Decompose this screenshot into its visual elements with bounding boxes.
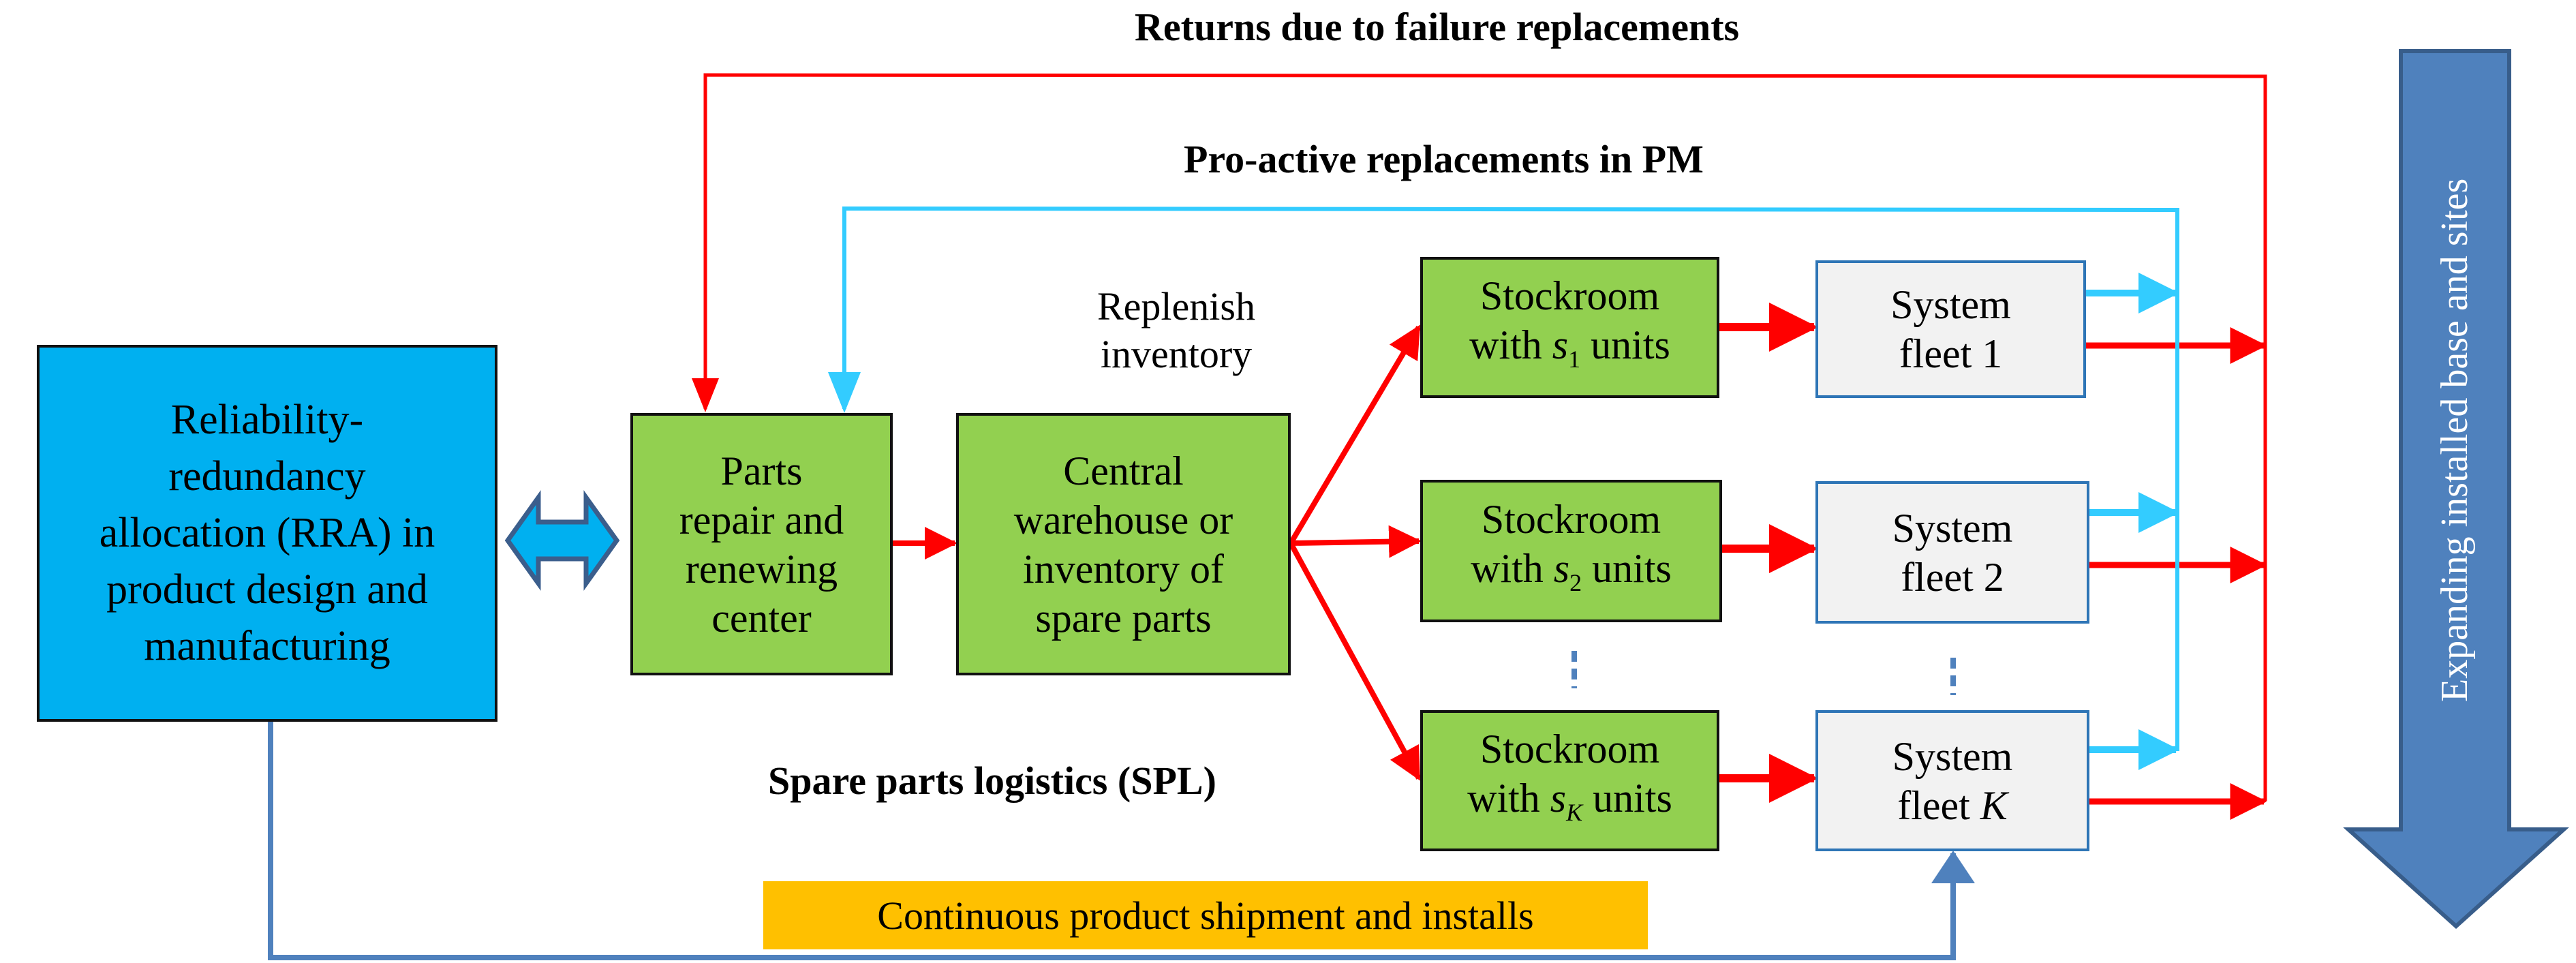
expanding-base-label: Expanding installed base and sites: [2434, 178, 2476, 702]
warehouse-line: warehouse or: [1013, 497, 1233, 542]
pm-replacements-title: Pro-active replacements in PM: [1184, 137, 1704, 181]
rra-design-box[interactable]: Reliability- redundancy allocation (RRA)…: [37, 345, 497, 722]
failure-return-flow: [692, 73, 2267, 820]
spl-label: Spare parts logistics (SPL): [768, 759, 1216, 803]
fleet-title: System: [1890, 282, 2011, 327]
stockroom-title: Stockroom: [1479, 727, 1660, 771]
warehouse-to-stockroomK-arrow: [1288, 542, 1422, 781]
warehouse-to-stockroom2-arrow: [1290, 525, 1422, 558]
rra-line: Reliability-: [170, 397, 364, 443]
pm-loop-line: [828, 206, 2179, 751]
stockroom-units: with sK units: [1467, 776, 1672, 826]
fleet-index: fleet 1: [1899, 331, 2003, 376]
system-fleet-2-box[interactable]: System fleet 2: [1815, 481, 2089, 624]
stockroom-2-box[interactable]: Stockroom with s2 units: [1420, 480, 1722, 622]
repair-line: repair and: [679, 497, 844, 542]
rra-line: allocation (RRA) in: [99, 510, 435, 556]
repair-line: renewing: [685, 546, 838, 592]
rra-line: product design and: [106, 566, 428, 613]
stockroom-k-box[interactable]: Stockroom with sK units: [1420, 710, 1719, 851]
failure-returns-title: Returns due to failure replacements: [1135, 5, 1740, 49]
stockroom-1-box[interactable]: Stockroom with s1 units: [1420, 257, 1719, 398]
system-fleet-1-box[interactable]: System fleet 1: [1815, 260, 2086, 398]
stockroom-units: with s2 units: [1471, 546, 1672, 596]
replenish-line-2: inventory: [1100, 332, 1253, 376]
bidirectional-arrow-icon: [504, 490, 620, 591]
fleet-index: fleet 2: [1901, 554, 2004, 600]
warehouse-line: inventory of: [1023, 546, 1224, 592]
replenish-inventory-label: Replenish inventory: [1097, 283, 1255, 378]
stockroom-title: Stockroom: [1481, 497, 1661, 542]
warehouse-line: spare parts: [1035, 595, 1212, 641]
shipment-label-box: Continuous product shipment and installs: [763, 881, 1648, 949]
shipment-label: Continuous product shipment and installs: [877, 893, 1534, 938]
stockroom-units: with s1 units: [1469, 322, 1670, 373]
replenish-arrows: [1288, 324, 1422, 781]
fleet-title: System: [1892, 733, 2013, 779]
pm-return-flow: [828, 206, 2179, 770]
repair-line: center: [711, 595, 812, 641]
system-fleet-k-box[interactable]: System fleet K: [1815, 710, 2089, 851]
shipment-flow-line: [268, 722, 1975, 960]
rra-line: manufacturing: [144, 623, 390, 669]
stockroom-title: Stockroom: [1479, 273, 1660, 318]
failure-return-loop-line: [692, 73, 2267, 801]
fleet-title: System: [1892, 505, 2013, 551]
central-warehouse-box[interactable]: Central warehouse or inventory of spare …: [956, 413, 1291, 675]
expanding-base-arrow-icon: [2343, 49, 2569, 930]
replenish-line-1: Replenish: [1097, 284, 1255, 328]
rra-line: redundancy: [168, 453, 366, 500]
warehouse-to-stockroom1-arrow: [1288, 324, 1422, 545]
warehouse-line: Central: [1063, 448, 1184, 493]
fleet-index: fleet K: [1897, 782, 2008, 828]
parts-repair-center-box[interactable]: Parts repair and renewing center: [630, 413, 893, 675]
repair-line: Parts: [720, 448, 803, 493]
